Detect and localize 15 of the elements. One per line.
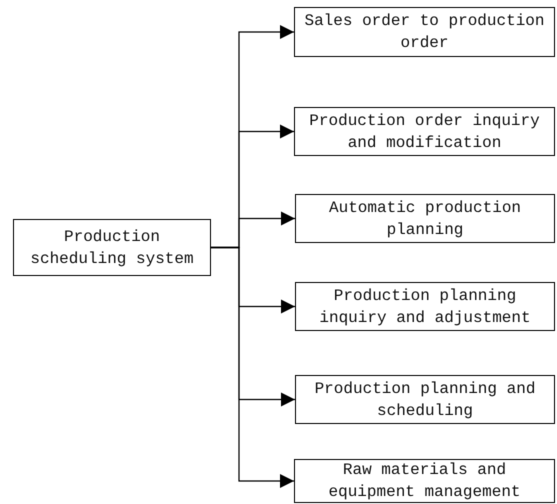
process-box — [295, 375, 555, 424]
box-label: Sales order to production order — [303, 11, 546, 54]
box-label: Production planning and scheduling — [314, 378, 536, 422]
arrow — [211, 246, 294, 488]
process-box — [295, 194, 555, 243]
process-box — [295, 282, 555, 331]
box-label: Production scheduling system — [29, 226, 195, 270]
box-label: Production order inquiry and modification — [308, 110, 541, 154]
process-box — [294, 107, 555, 156]
box-label: Raw materials and equipment management — [327, 460, 522, 503]
process-box — [13, 219, 211, 276]
box-label: Production planning inquiry and adjustment — [318, 286, 532, 328]
process-box — [294, 459, 555, 503]
process-box — [294, 7, 555, 57]
box-label: Automatic production planning — [328, 198, 522, 240]
